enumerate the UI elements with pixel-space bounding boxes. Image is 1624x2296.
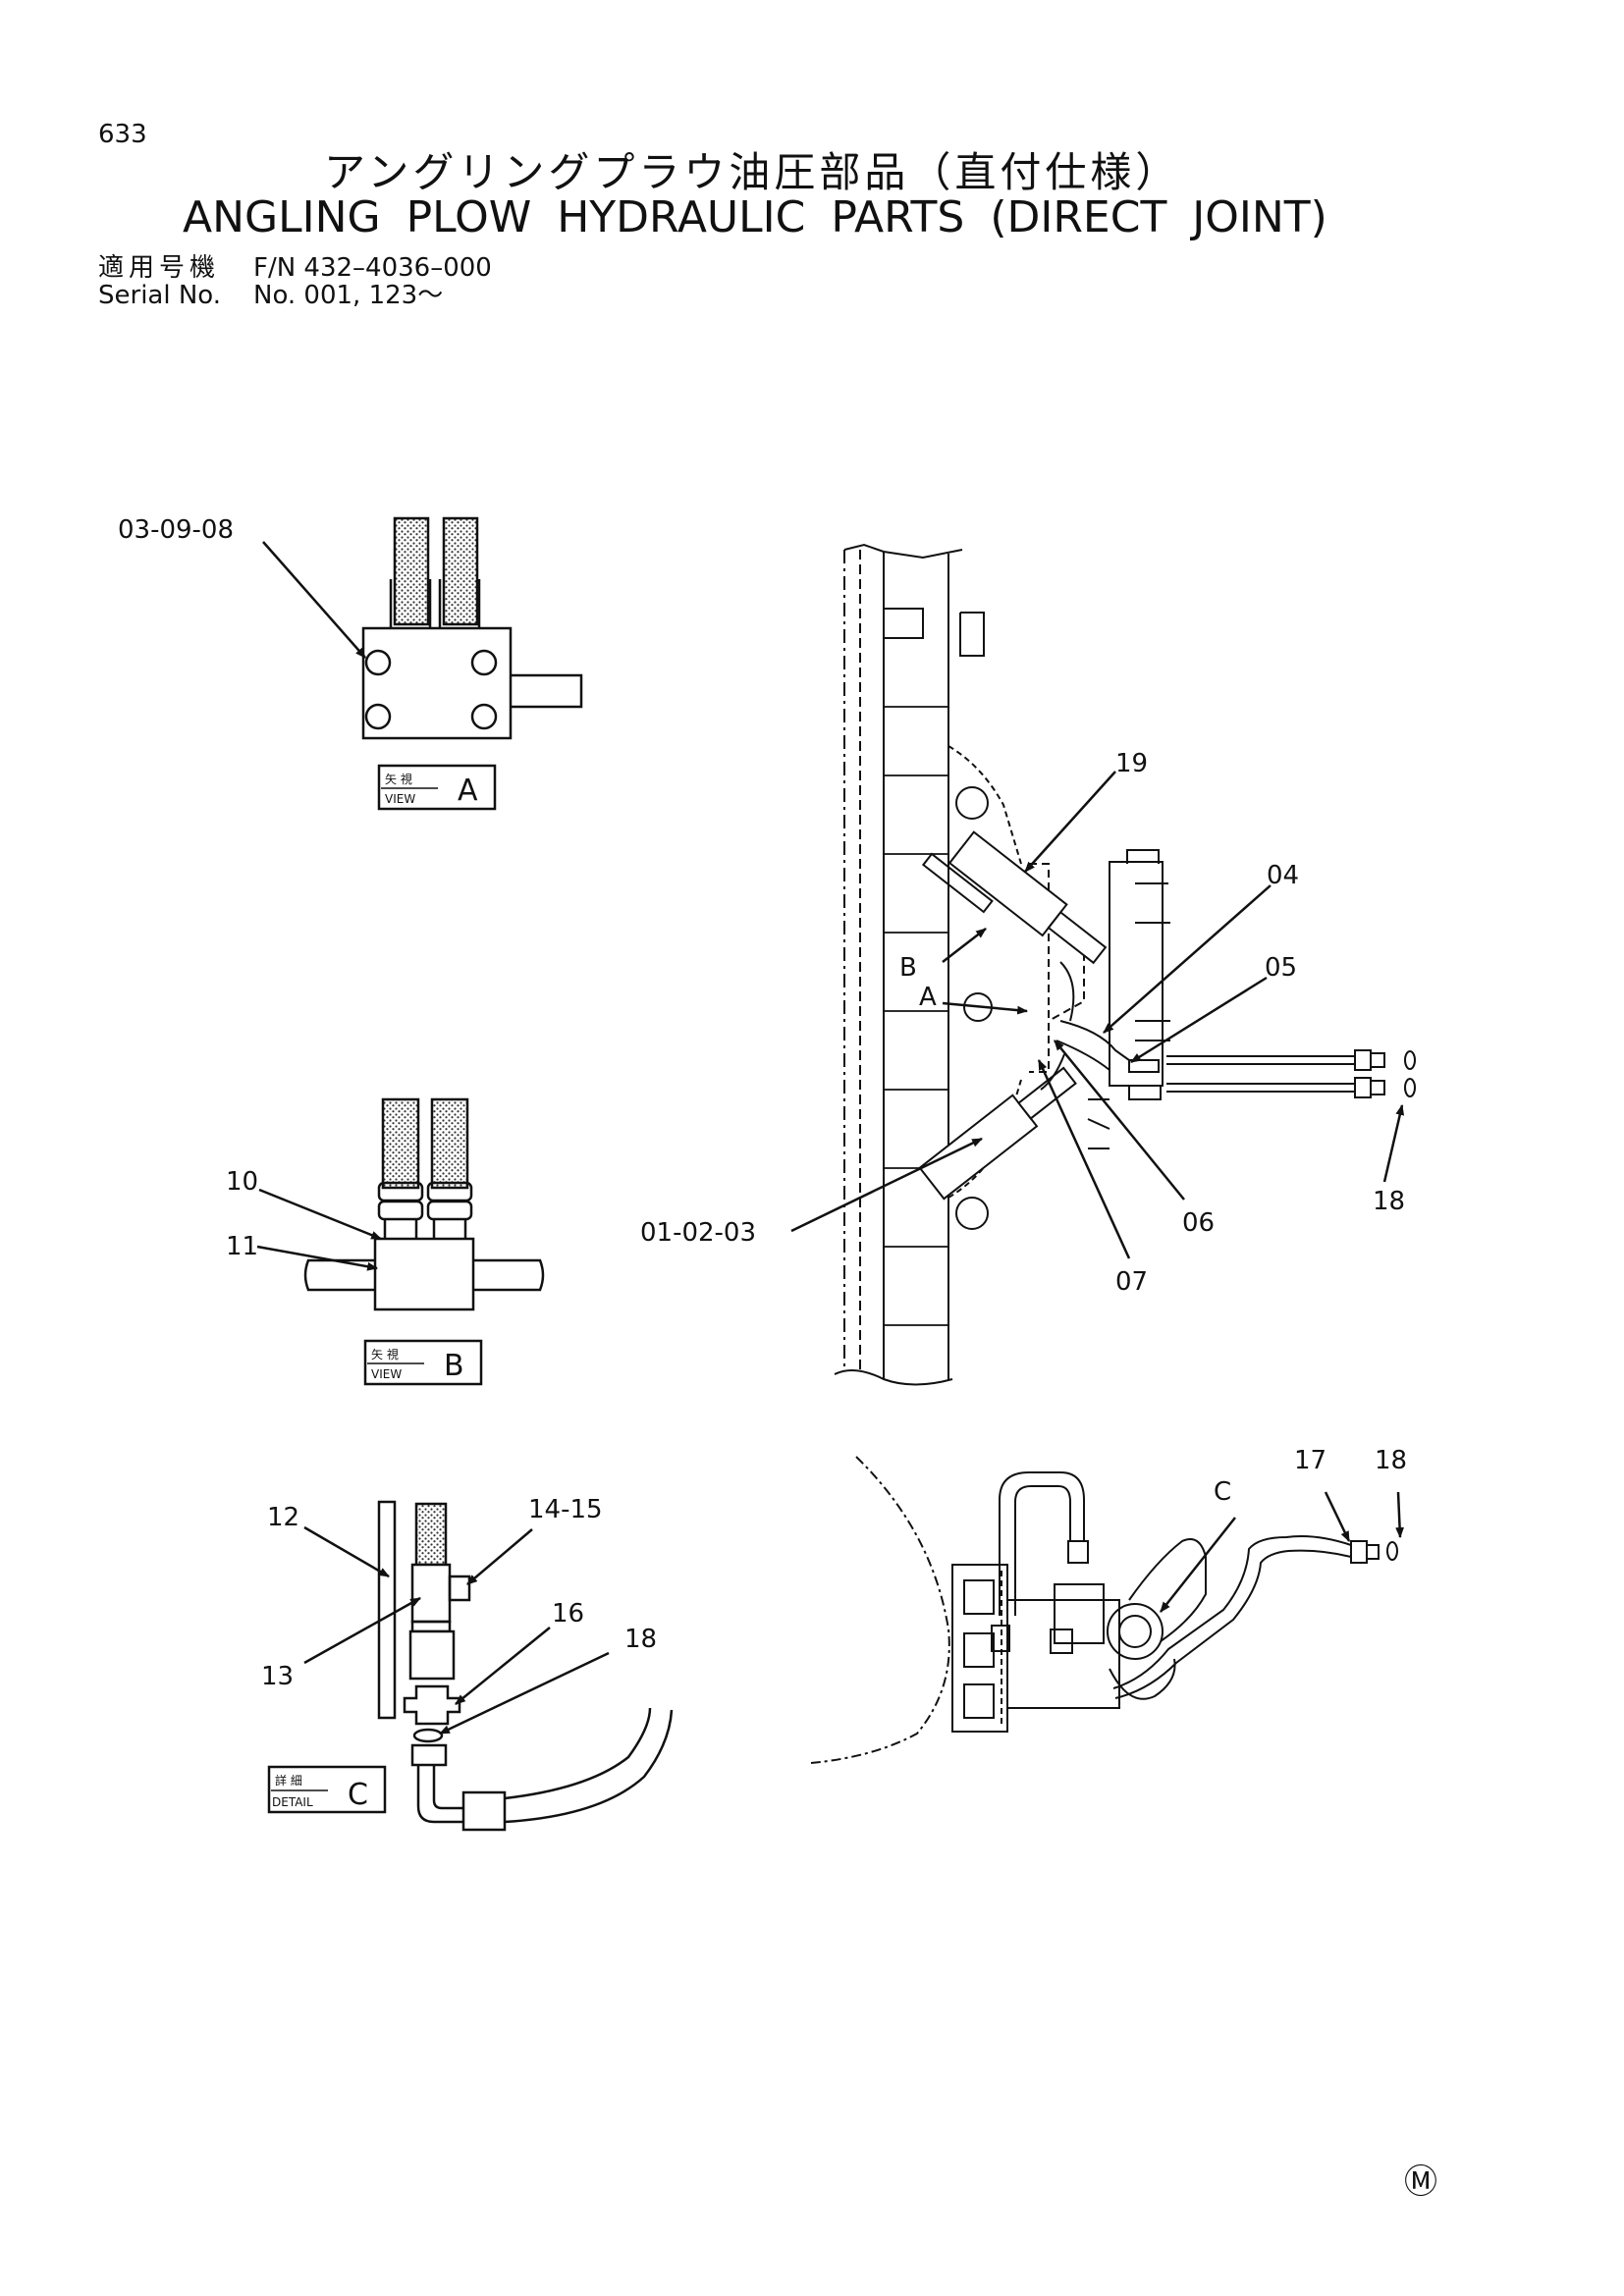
blade-plan-drawing (834, 543, 1416, 1386)
page-title-japanese: アングリングプラウ油圧部品（直付仕様） (324, 148, 1181, 196)
view-marker-a: A (919, 983, 937, 1012)
view-a-word: VIEW (385, 792, 415, 806)
serial-number-row: Serial No. No. 001, 123～ (98, 275, 443, 311)
callout-14-15: 14-15 (528, 1495, 603, 1524)
callout-04: 04 (1267, 861, 1299, 890)
callout-13: 13 (261, 1662, 294, 1691)
callout-06: 06 (1182, 1208, 1215, 1238)
callout-19: 19 (1115, 749, 1148, 778)
callout-07: 07 (1115, 1267, 1148, 1297)
serial-number-value: No. 001, 123～ (253, 281, 444, 310)
callout-11: 11 (226, 1232, 258, 1261)
detail-c-drawing (377, 1500, 674, 1832)
detail-c-kanji: 詳 細 (275, 1773, 302, 1788)
page-title-english: ANGLING PLOW HYDRAULIC PARTS (DIRECT JOI… (183, 192, 1327, 242)
detail-c-word: DETAIL (272, 1795, 313, 1809)
view-b-letter: B (444, 1349, 464, 1383)
applicable-model-label: 適用号機 (98, 253, 221, 283)
callout-18-detail: 18 (624, 1625, 657, 1654)
serial-number-label: Serial No. (98, 281, 221, 310)
view-b-label-box: 矢 視 VIEW B (363, 1339, 483, 1386)
callout-01-02-03: 01-02-03 (640, 1218, 756, 1248)
view-marker-c: C (1214, 1477, 1231, 1507)
callout-10: 10 (226, 1167, 258, 1197)
callout-16: 16 (552, 1599, 584, 1629)
callout-12: 12 (267, 1503, 299, 1532)
blade-side-drawing (810, 1456, 1398, 1764)
view-b-word: VIEW (371, 1367, 402, 1381)
detail-c-letter: C (348, 1778, 368, 1812)
callout-05: 05 (1265, 953, 1297, 983)
callout-18-main: 18 (1373, 1187, 1405, 1216)
callout-03-09-08: 03-09-08 (118, 515, 234, 545)
view-marker-b: B (899, 953, 917, 983)
view-a-letter: A (458, 774, 478, 808)
callout-17: 17 (1294, 1446, 1326, 1475)
manufacturer-mark: Ⓜ (1404, 2163, 1437, 2202)
view-b-kanji: 矢 視 (371, 1347, 399, 1362)
view-a-kanji: 矢 視 (385, 772, 412, 786)
page-number: 633 (98, 120, 147, 149)
view-a-label-box: 矢 視 VIEW A (377, 764, 497, 811)
callout-18-lower: 18 (1375, 1446, 1407, 1475)
applicable-model-row: 適用号機 F/N 432–4036–000 (98, 247, 492, 284)
view-b-drawing (303, 1097, 545, 1311)
view-a-drawing (361, 516, 583, 740)
detail-c-label-box: 詳 細 DETAIL C (267, 1765, 387, 1814)
applicable-model-value: F/N 432–4036–000 (253, 253, 492, 283)
